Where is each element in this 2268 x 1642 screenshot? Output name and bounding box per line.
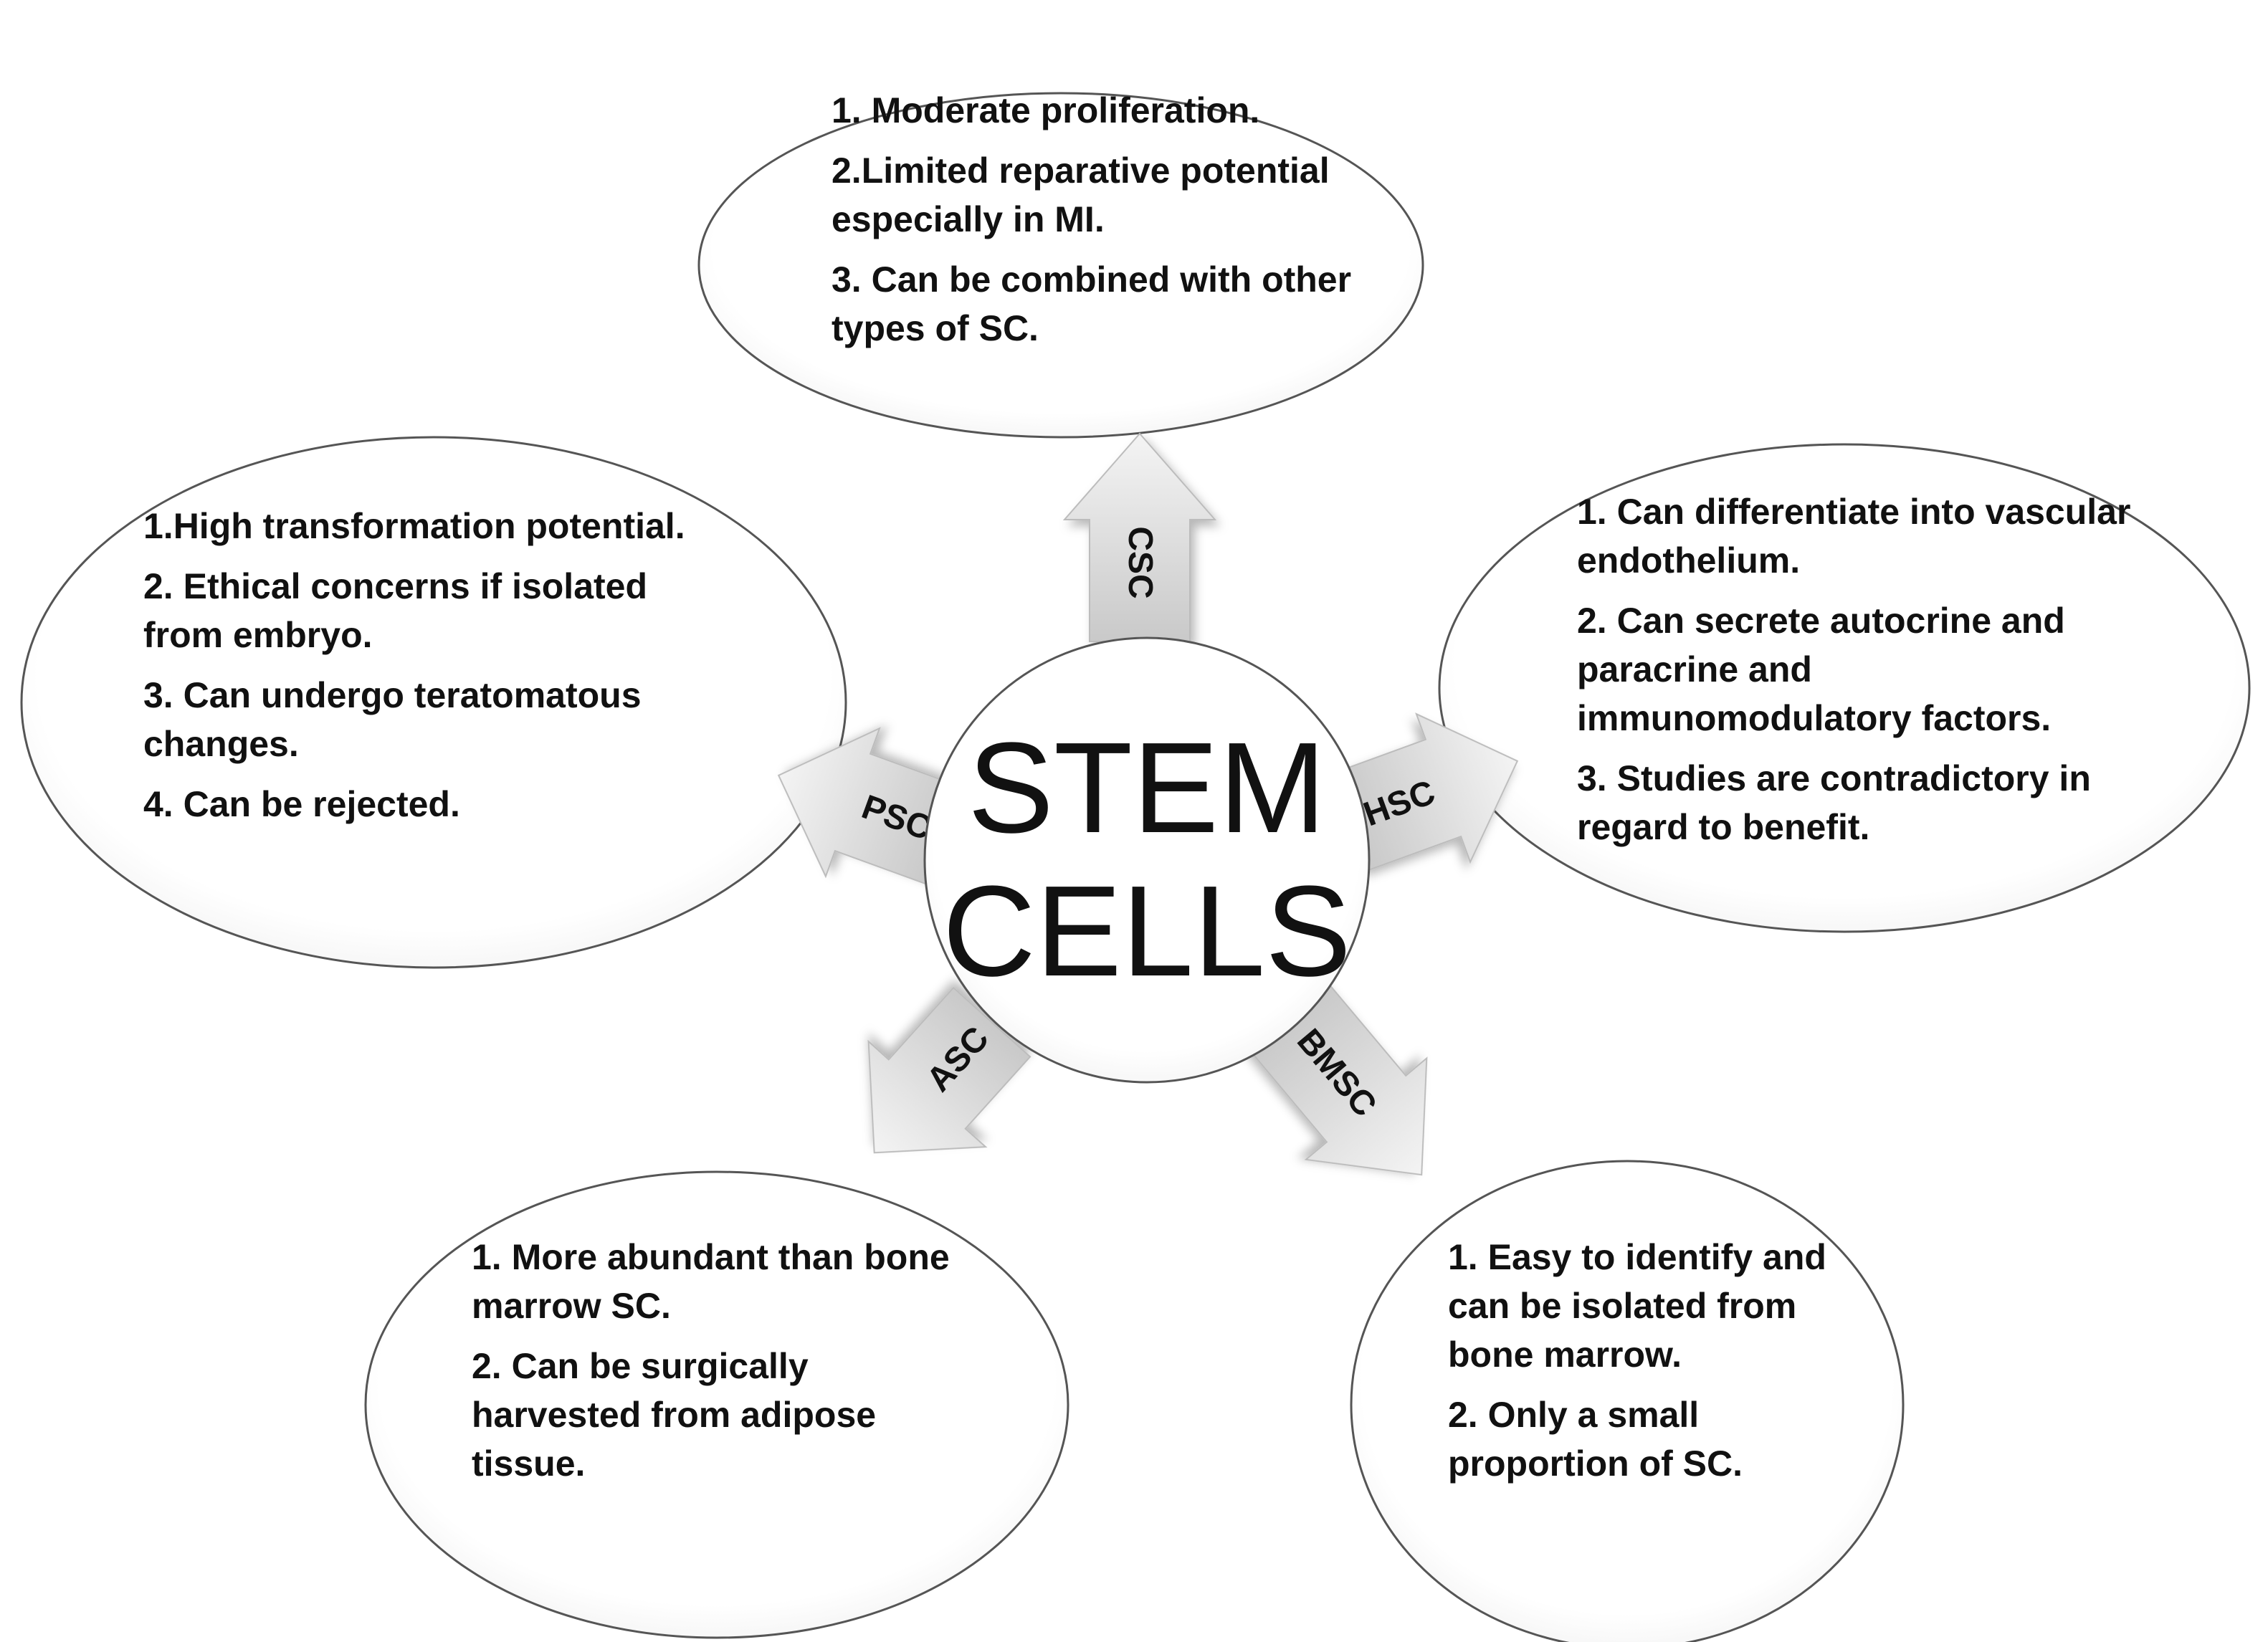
hsc-point-2: 2. Can secrete autocrine and paracrine a… xyxy=(1577,601,2065,738)
bubble-bmsc xyxy=(1350,1160,1905,1642)
asc-point-2: 2. Can be surgically harvested from adip… xyxy=(472,1346,877,1484)
center-title-line1: STEM xyxy=(967,716,1326,860)
psc-point-1: 1.High transformation potential. xyxy=(143,506,685,546)
arrow-csc: CSC xyxy=(1062,432,1217,642)
bubble-text-psc: 1.High transformation potential. 2. Ethi… xyxy=(143,502,717,840)
bubble-text-hsc: 1. Can differentiate into vascular endot… xyxy=(1577,487,2136,863)
csc-point-1: 1. Moderate proliferation. xyxy=(832,90,1260,130)
csc-point-2: 2.Limited reparative potential especiall… xyxy=(832,151,1330,239)
bubble-asc xyxy=(364,1170,1069,1639)
bubble-text-csc: 1. Moderate proliferation. 2.Limited rep… xyxy=(832,86,1419,364)
csc-point-3: 3. Can be combined with other types of S… xyxy=(832,259,1352,348)
bubble-text-bmsc: 1. Easy to identify and can be isolated … xyxy=(1448,1233,1864,1499)
psc-point-3: 3. Can undergo teratomatous changes. xyxy=(143,675,642,764)
arrow-hsc: HSC xyxy=(1333,712,1519,871)
bubble-csc xyxy=(697,92,1424,439)
arrow-bmsc: BMSC xyxy=(1249,984,1428,1176)
center-title-line2: CELLS xyxy=(942,859,1352,1003)
psc-point-2: 2. Ethical concerns if isolated from emb… xyxy=(143,566,648,655)
center-circle xyxy=(923,636,1371,1084)
bmsc-point-2: 2. Only a small proportion of SC. xyxy=(1448,1395,1743,1484)
bubble-psc xyxy=(20,436,847,969)
bubble-hsc xyxy=(1438,443,2251,933)
bubble-text-asc: 1. More abundant than bone marrow SC. 2.… xyxy=(472,1233,973,1499)
hsc-point-1: 1. Can differentiate into vascular endot… xyxy=(1577,492,2131,581)
bmsc-point-1: 1. Easy to identify and can be isolated … xyxy=(1448,1237,1826,1375)
asc-point-1: 1. More abundant than bone marrow SC. xyxy=(472,1237,950,1326)
psc-point-4: 4. Can be rejected. xyxy=(143,784,460,824)
center-title: STEM CELLS xyxy=(918,717,1376,1003)
arrow-asc: ASC xyxy=(867,986,1031,1154)
arrow-label-csc: CSC xyxy=(1121,526,1159,598)
hsc-point-3: 3. Studies are contradictory in regard t… xyxy=(1577,758,2091,847)
